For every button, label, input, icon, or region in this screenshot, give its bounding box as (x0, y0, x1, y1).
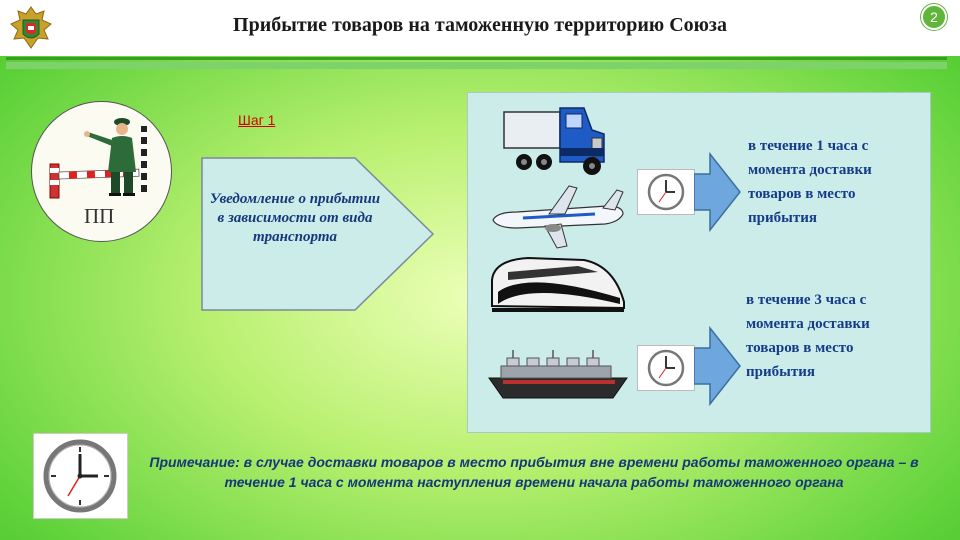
clock-icon (637, 345, 695, 391)
clock-icon (33, 433, 128, 519)
step-label: Шаг 1 (238, 112, 275, 128)
airplane-icon (487, 184, 627, 250)
arrow-right-icon (694, 152, 742, 232)
slide-number-badge: 2 (921, 4, 947, 30)
notification-text: Уведомление о прибытии в зависимости от … (205, 190, 385, 247)
footnote-text: Примечание: в случае доставки товаров в … (142, 452, 926, 492)
ship-icon (487, 348, 629, 404)
clock-icon (637, 169, 695, 215)
truck-icon (500, 100, 608, 178)
page-title: Прибытие товаров на таможенную территори… (0, 14, 960, 37)
timing-text-1h: в течение 1 часа с момента доставки това… (748, 134, 908, 230)
header-divider-bar (6, 62, 947, 69)
timing-text-3h: в течение 3 часа с момента доставки това… (746, 288, 906, 384)
train-icon (488, 252, 628, 316)
checkpoint-label: ПП (84, 204, 114, 229)
header-divider (6, 57, 947, 60)
header-bar: Прибытие товаров на таможенную территори… (0, 0, 960, 56)
arrow-right-icon (694, 326, 742, 406)
